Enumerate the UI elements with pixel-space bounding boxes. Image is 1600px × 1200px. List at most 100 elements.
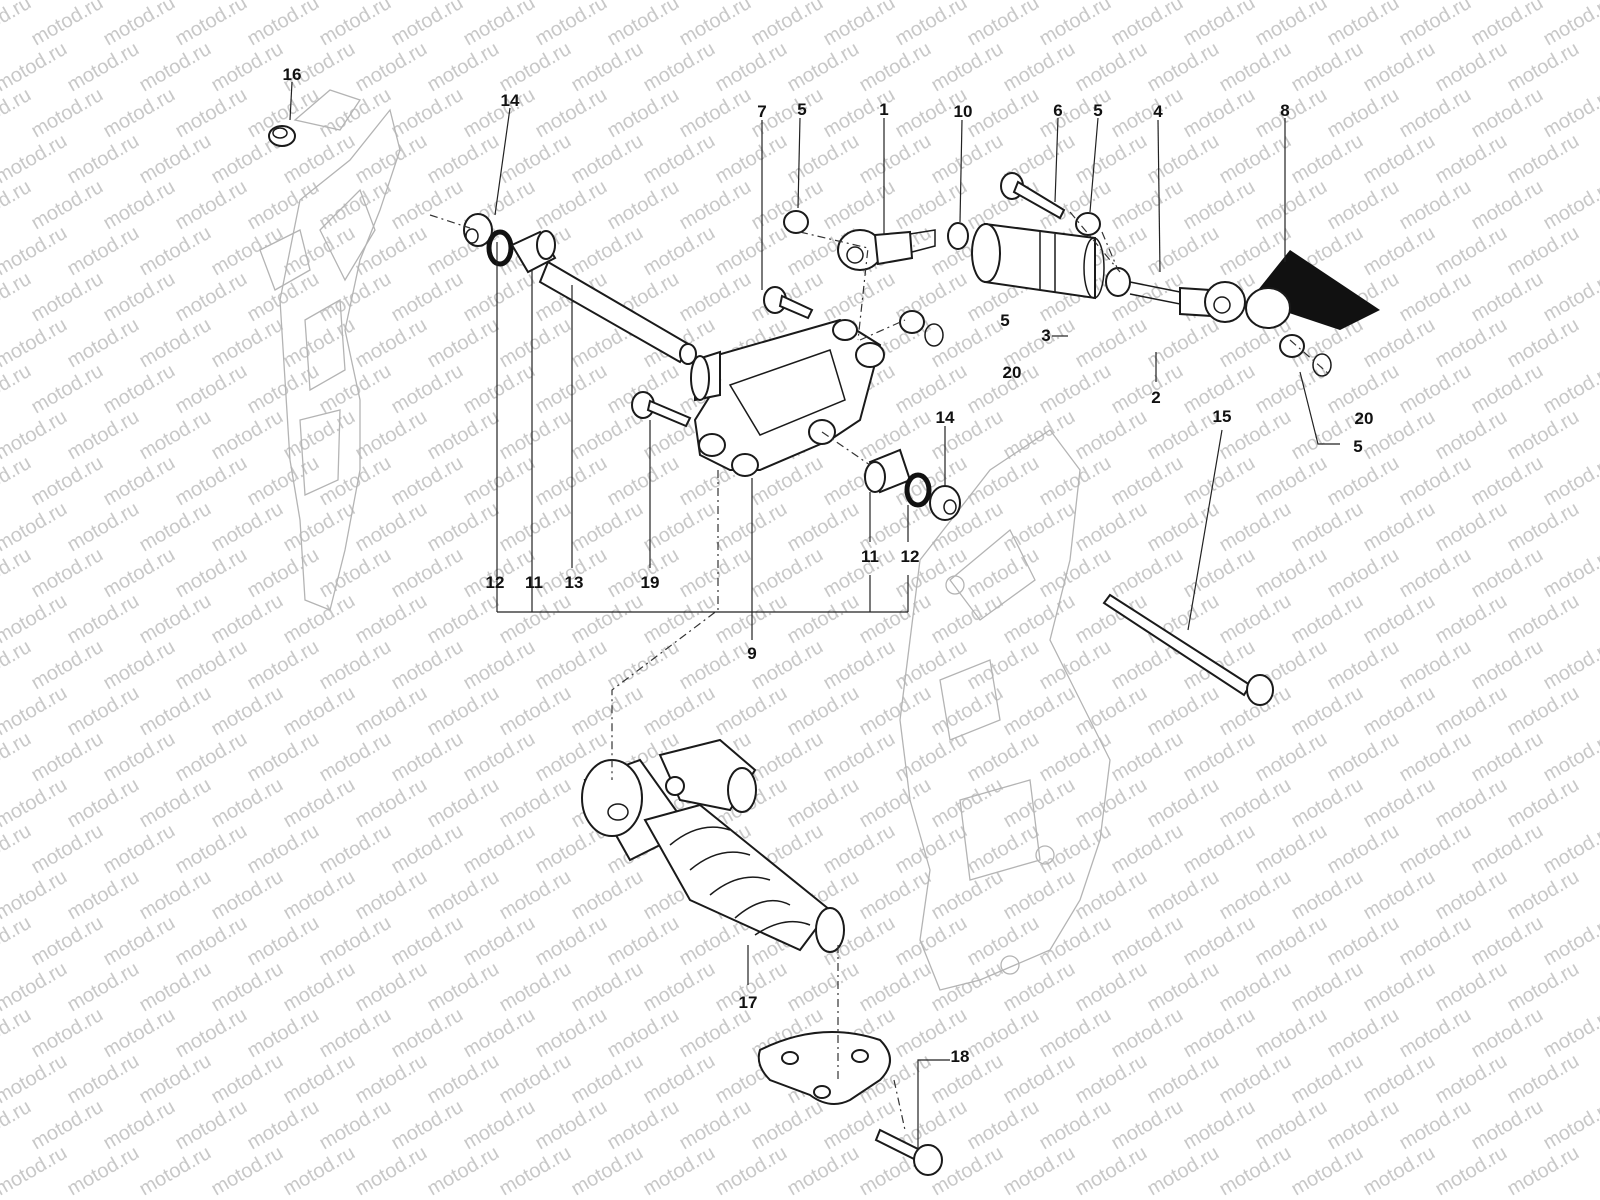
- watermark-text: motod.ru: [568, 590, 647, 649]
- watermark-text: motod.ru: [136, 406, 215, 465]
- callout-13: 13: [565, 573, 584, 592]
- watermark-text: motod.ru: [1288, 682, 1367, 741]
- watermark-text: motod.ru: [856, 38, 935, 97]
- watermark-text: motod.ru: [1000, 1050, 1079, 1109]
- watermark-text: motod.ru: [1504, 866, 1583, 925]
- watermark-text: motod.ru: [244, 1096, 323, 1155]
- watermark-text: motod.ru: [1036, 912, 1115, 971]
- callout-10: 10: [954, 102, 973, 121]
- part-1-rod-end: [837, 229, 936, 271]
- watermark-text: motod.ru: [424, 958, 503, 1017]
- watermark-text: motod.ru: [1468, 84, 1547, 143]
- watermark-text: motod.ru: [712, 498, 791, 557]
- watermark-text: motod.ru: [100, 544, 179, 603]
- part-16-bushing: [268, 125, 296, 147]
- watermark-text: motod.ru: [1072, 774, 1151, 833]
- watermark-text: motod.ru: [1396, 268, 1475, 327]
- watermark-text: motod.ru: [100, 360, 179, 419]
- watermark-text: motod.ru: [136, 682, 215, 741]
- watermark-text: motod.ru: [1468, 912, 1547, 971]
- part-5-bushing-a: [783, 210, 809, 234]
- watermark-text: motod.ru: [856, 130, 935, 189]
- assembly-center-lines: [429, 211, 1331, 1131]
- part-6-bolt: [1000, 172, 1066, 220]
- watermark-text: motod.ru: [1036, 0, 1115, 50]
- watermark-text: motod.ru: [1504, 682, 1583, 741]
- watermark-text: motod.ru: [388, 268, 467, 327]
- watermark-text: motod.ru: [1144, 866, 1223, 925]
- watermark-text: motod.ru: [316, 820, 395, 879]
- watermark-text: motod.ru: [352, 1142, 431, 1200]
- watermark-text: motod.ru: [1396, 0, 1475, 50]
- watermark-text: motod.ru: [1504, 130, 1583, 189]
- watermark-text: motod.ru: [568, 1050, 647, 1109]
- watermark-text: motod.ru: [1396, 1004, 1475, 1063]
- watermark-text: motod.ru: [928, 774, 1007, 833]
- watermark-text: motod.ru: [784, 682, 863, 741]
- watermark-text: motod.ru: [964, 0, 1043, 50]
- watermark-text: motod.ru: [1324, 544, 1403, 603]
- watermark-text: motod.ru: [568, 38, 647, 97]
- watermark-text: motod.ru: [820, 820, 899, 879]
- watermark-text: motod.ru: [928, 130, 1007, 189]
- watermark-text: motod.ru: [280, 1142, 359, 1200]
- watermark-text: motod.ru: [1432, 38, 1511, 97]
- watermark-text: motod.ru: [316, 0, 395, 50]
- watermark-text: motod.ru: [1000, 38, 1079, 97]
- watermark-text: motod.ru: [316, 912, 395, 971]
- watermark-text: motod.ru: [1432, 866, 1511, 925]
- watermark-text: motod.ru: [496, 774, 575, 833]
- watermark-text: motod.ru: [100, 912, 179, 971]
- watermark-text: motod.ru: [244, 176, 323, 235]
- watermark-text: motod.ru: [28, 452, 107, 511]
- watermark-text: motod.ru: [1360, 130, 1439, 189]
- watermark-text: motod.ru: [316, 1004, 395, 1063]
- watermark-text: motod.ru: [1252, 912, 1331, 971]
- watermark-text: motod.ru: [136, 590, 215, 649]
- watermark-text: motod.ru: [1360, 38, 1439, 97]
- watermark-text: motod.ru: [532, 84, 611, 143]
- watermark-text: motod.ru: [712, 590, 791, 649]
- watermark-text: motod.ru: [460, 728, 539, 787]
- watermark-text: motod.ru: [136, 498, 215, 557]
- watermark-text: motod.ru: [460, 636, 539, 695]
- watermark-text: motod.ru: [1252, 820, 1331, 879]
- watermark-text: motod.ru: [1360, 682, 1439, 741]
- watermark-text: motod.ru: [172, 84, 251, 143]
- watermark-text: motod.ru: [1324, 84, 1403, 143]
- watermark-text: motod.ru: [1252, 0, 1331, 50]
- watermark-text: motod.ru: [100, 268, 179, 327]
- watermark-text: motod.ru: [388, 544, 467, 603]
- watermark-text: motod.ru: [856, 682, 935, 741]
- watermark-text: motod.ru: [676, 1004, 755, 1063]
- watermark-text: motod.ru: [892, 820, 971, 879]
- watermark-text: motod.ru: [1432, 1050, 1511, 1109]
- watermark-text: motod.ru: [1144, 958, 1223, 1017]
- watermark-text: motod.ru: [1216, 958, 1295, 1017]
- watermark-text: motod.ru: [496, 590, 575, 649]
- watermark-text: motod.ru: [1180, 820, 1259, 879]
- watermark-text: motod.ru: [1360, 314, 1439, 373]
- watermark-text: motod.ru: [172, 1004, 251, 1063]
- watermark-text: motod.ru: [316, 544, 395, 603]
- watermark-text: motod.ru: [1144, 406, 1223, 465]
- watermark-text: motod.ru: [388, 1096, 467, 1155]
- watermark-text: motod.ru: [1468, 820, 1547, 879]
- part-10-nut: [947, 222, 969, 250]
- watermark-text: motod.ru: [748, 1096, 827, 1155]
- watermark-text: motod.ru: [1396, 636, 1475, 695]
- watermark-text: motod.ru: [208, 866, 287, 925]
- watermark-text: motod.ru: [1252, 360, 1331, 419]
- watermark-text: motod.ru: [784, 958, 863, 1017]
- watermark-text: motod.ru: [1108, 176, 1187, 235]
- watermark-text: motod.ru: [424, 1142, 503, 1200]
- watermark-text: motod.ru: [1432, 1142, 1511, 1200]
- watermark-text: motod.ru: [784, 590, 863, 649]
- watermark-text: motod.ru: [820, 176, 899, 235]
- watermark-text: motod.ru: [388, 0, 467, 50]
- watermark-text: motod.ru: [1432, 130, 1511, 189]
- watermark-text: motod.ru: [136, 958, 215, 1017]
- part-4-nut: [1105, 267, 1131, 297]
- watermark-text: motod.ru: [532, 0, 611, 50]
